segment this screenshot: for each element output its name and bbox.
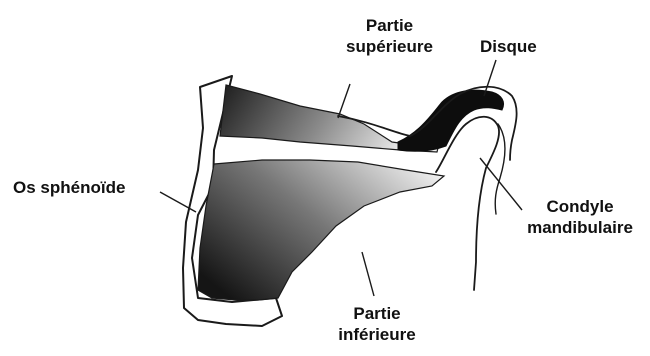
label-partie-inferieure: Partie inférieure <box>337 303 417 345</box>
lower-head-muscle <box>198 160 444 300</box>
articular-disc <box>398 90 504 151</box>
label-line: Partie <box>337 15 442 36</box>
label-partie-superieure: Partie supérieure <box>337 15 442 57</box>
capsule-line <box>495 124 505 214</box>
label-disque: Disque <box>480 36 537 57</box>
leader-inf <box>362 252 374 296</box>
leader-condyle <box>480 158 522 210</box>
label-line: mandibulaire <box>520 217 640 238</box>
label-line: inférieure <box>337 324 417 345</box>
label-line: supérieure <box>337 36 442 57</box>
label-condyle-mandibulaire: Condyle mandibulaire <box>520 196 640 238</box>
leader-disque <box>484 60 496 96</box>
label-os-sphenoide: Os sphénoïde <box>13 177 125 198</box>
label-line: Condyle <box>520 196 640 217</box>
label-line: Partie <box>337 303 417 324</box>
leader-sup <box>338 84 350 118</box>
